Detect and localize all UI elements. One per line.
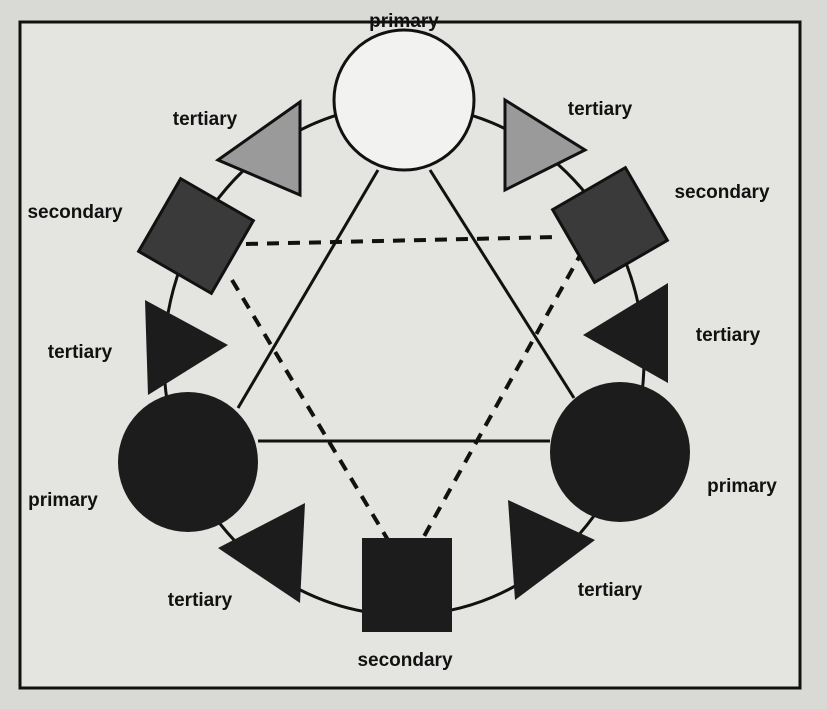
label-left-primary: primary <box>28 490 98 511</box>
label-left-secondary: secondary <box>27 202 122 223</box>
right-tertiary-triangle <box>583 283 668 383</box>
label-right-secondary: secondary <box>674 182 769 203</box>
left-secondary-square <box>136 176 256 296</box>
label-top-left-tertiary: tertiary <box>173 109 238 130</box>
label-top-right-tertiary: tertiary <box>568 99 633 120</box>
label-left-tertiary: tertiary <box>48 342 113 363</box>
label-top-primary: primary <box>369 11 439 32</box>
label-right-tertiary: tertiary <box>696 325 761 346</box>
left-tertiary-triangle <box>145 300 228 395</box>
right-primary-circle <box>550 382 690 522</box>
bottom-secondary-square <box>362 538 452 632</box>
primary-triangle-lines <box>236 169 576 443</box>
top-left-tertiary-triangle <box>214 99 302 198</box>
label-right-primary: primary <box>707 476 777 497</box>
bottom-right-tertiary-triangle <box>508 500 595 600</box>
left-primary-circle <box>118 392 258 532</box>
label-bottom-left-tertiary: tertiary <box>168 590 233 611</box>
label-bottom-secondary: secondary <box>357 650 452 671</box>
secondary-triangle-lines <box>230 235 585 542</box>
label-bottom-right-tertiary: tertiary <box>578 580 643 601</box>
right-secondary-square <box>550 165 670 285</box>
top-primary-circle <box>332 28 476 172</box>
bottom-left-tertiary-triangle <box>218 503 305 603</box>
top-right-tertiary-triangle <box>503 97 589 193</box>
